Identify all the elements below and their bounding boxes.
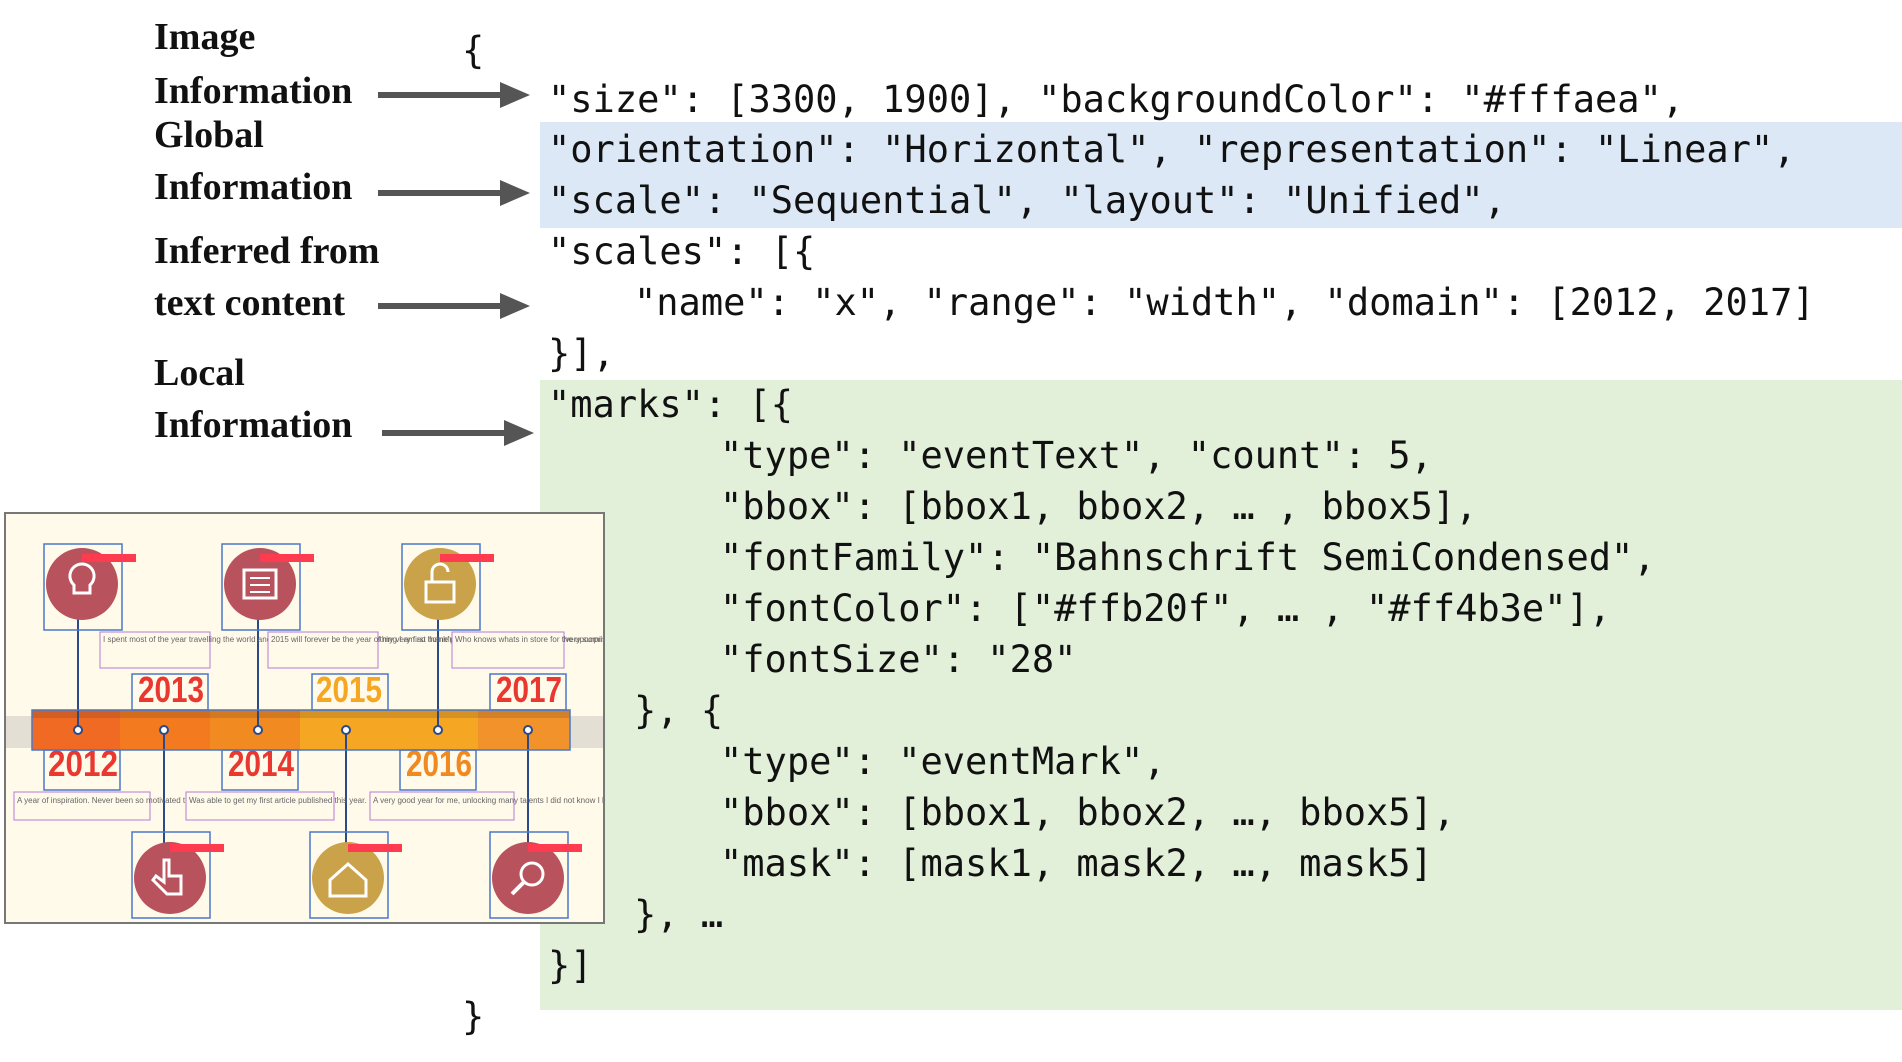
code-line-marks: "marks": [{: [548, 383, 794, 426]
svg-text:A year of inspiration. Never b: A year of inspiration. Never been so mot…: [17, 796, 243, 805]
svg-text:2016: 2016: [406, 743, 472, 784]
code-line-scales-close: }],: [548, 332, 615, 375]
svg-text:A very good year for me, unloc: A very good year for me, unlocking many …: [373, 796, 603, 805]
unlocked-padlock-icon: [404, 548, 476, 620]
code-line-type-eventmark: "type": "eventMark",: [720, 740, 1166, 783]
code-line-scale-def: "name": "x", "range": "width", "domain":…: [634, 281, 1815, 324]
arrow-inferred-text: [378, 293, 530, 319]
global-information-band: [540, 122, 1902, 228]
code-line-fontcolor: "fontColor": ["#ffb20f", … , "#ff4b3e"],: [720, 587, 1612, 630]
pointing-hand-icon: [134, 842, 206, 914]
code-open-brace: {: [462, 29, 485, 72]
arrow-image-information: [378, 82, 530, 108]
svg-text:2015: 2015: [316, 669, 382, 710]
infographic-thumbnail: 2012 2013 2014 2015 2016 2017 I spent mo…: [4, 512, 605, 924]
timeline-infographic: 2012 2013 2014 2015 2016 2017 I spent mo…: [6, 543, 603, 919]
code-close-brace: }: [462, 995, 485, 1038]
svg-text:Was able to get my first artic: Was able to get my first article publish…: [189, 796, 466, 805]
lightbulb-icon: [46, 548, 118, 620]
arrow-global-information: [378, 180, 530, 206]
svg-text:2012: 2012: [48, 743, 118, 784]
local-information-label-line1: Local: [154, 352, 245, 394]
house-icon: [312, 842, 384, 914]
local-information-label-line2: Information: [154, 404, 353, 446]
inferred-label-line2: text content: [154, 282, 345, 324]
code-line-marks-close: }]: [548, 944, 593, 987]
code-line-mark-ellipsis: }, …: [634, 893, 724, 936]
code-line-scale: "scale": "Sequential", "layout": "Unifie…: [548, 179, 1506, 222]
svg-text:2013: 2013: [138, 669, 204, 710]
code-line-fontfamily: "fontFamily": "Bahnschrift SemiCondensed…: [720, 536, 1656, 579]
inferred-label-line1: Inferred from: [154, 230, 380, 272]
magnifier-icon: [492, 842, 564, 914]
code-line-orientation: "orientation": "Horizontal", "representa…: [548, 128, 1796, 171]
arrow-local-information: [382, 420, 534, 446]
global-information-label-line1: Global: [154, 114, 264, 156]
code-line-mark-separator: }, {: [634, 689, 724, 732]
code-line-size: "size": [3300, 1900], "backgroundColor":…: [548, 78, 1685, 121]
code-line-mask: "mask": [mask1, mask2, …, mask5]: [720, 842, 1433, 885]
code-line-bbox-2: "bbox": [bbox1, bbox2, …, bbox5],: [720, 791, 1456, 834]
image-information-label-line2: Information: [154, 70, 353, 112]
global-information-label-line2: Information: [154, 166, 353, 208]
svg-text:2015 will forever be the year: 2015 will forever be the year of my very…: [271, 635, 603, 644]
code-line-fontsize: "fontSize": "28": [720, 638, 1077, 681]
local-information-band: [540, 380, 1902, 1010]
svg-text:Who knows whats in store for t: Who knows whats in store for the upcomin…: [455, 635, 603, 644]
code-line-type-eventtext: "type": "eventText", "count": 5,: [720, 434, 1433, 477]
code-line-scales: "scales": [{: [548, 230, 816, 273]
svg-text:2017: 2017: [496, 669, 562, 710]
image-information-label-line1: Image: [154, 16, 256, 58]
code-line-bbox-1: "bbox": [bbox1, bbox2, … , bbox5],: [720, 485, 1478, 528]
svg-text:2014: 2014: [228, 743, 294, 784]
